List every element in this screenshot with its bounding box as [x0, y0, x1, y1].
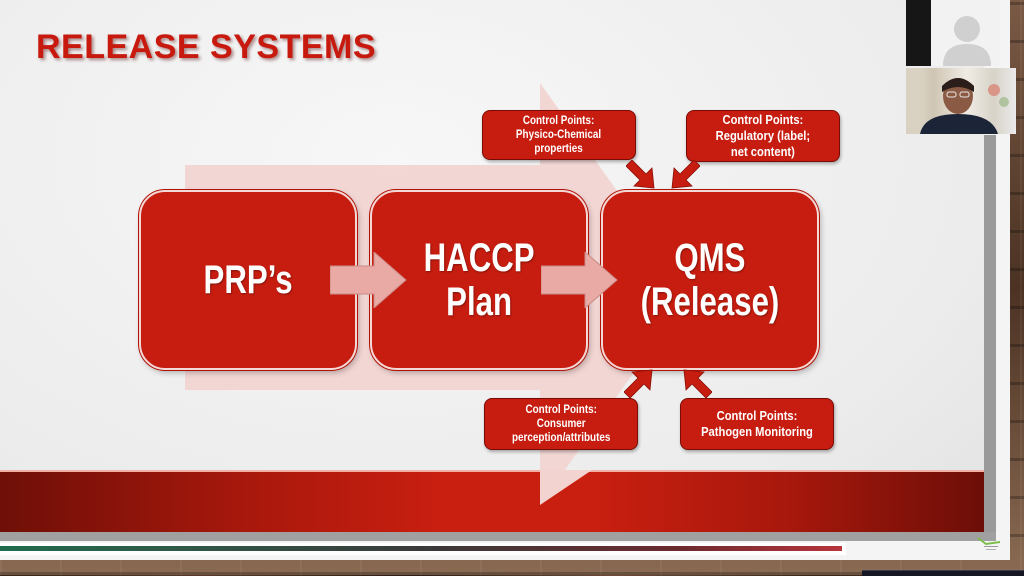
- background-arrow-tip: [540, 470, 592, 505]
- slide-shadow: [984, 135, 996, 535]
- presentation-slide: RELEASE SYSTEMS PRP’s HACCP Plan QMS (Re…: [0, 0, 984, 532]
- control-point-text: Control Points: Physico-Chemical propert…: [516, 115, 602, 155]
- participant-placeholder: [931, 0, 1000, 66]
- participant-video-feed: [906, 68, 1009, 134]
- participant-tile-video-off[interactable]: [906, 0, 1000, 66]
- control-point-text: Control Points: Consumer perception/attr…: [511, 404, 611, 444]
- slide-title: RELEASE SYSTEMS: [36, 28, 377, 66]
- arrow-right-icon: [330, 252, 407, 308]
- flow-box-prps: PRP’s: [139, 190, 357, 370]
- taskbar-edge: [862, 570, 1024, 576]
- default-person-icon: [943, 16, 991, 66]
- arrow-down-right-icon: [626, 160, 655, 189]
- arrow-down-left-icon: [671, 160, 700, 189]
- control-point-text: Control Points: Regulatory (label; net c…: [715, 112, 811, 159]
- accent-stripe: [0, 543, 846, 555]
- arrow-up-right-icon: [624, 369, 653, 398]
- flow-box-label: HACCP Plan: [423, 236, 535, 324]
- logo-icon: [977, 537, 1001, 550]
- flow-box-label: PRP’s: [203, 258, 293, 302]
- flow-box-qms-release: QMS (Release): [601, 190, 819, 370]
- arrow-up-left-icon: [683, 369, 712, 398]
- slide-footer-band: [0, 470, 984, 532]
- arrow-right-icon: [541, 252, 618, 308]
- control-point-regulatory: Control Points: Regulatory (label; net c…: [686, 110, 840, 162]
- participant-tile-video-on[interactable]: [906, 68, 1016, 134]
- flow-box-haccp-plan: HACCP Plan: [370, 190, 588, 370]
- control-point-text: Control Points: Pathogen Monitoring: [701, 408, 813, 439]
- control-point-physico-chemical: Control Points: Physico-Chemical propert…: [482, 110, 636, 160]
- slide-shadow: [0, 532, 996, 541]
- shared-screen: RELEASE SYSTEMS PRP’s HACCP Plan QMS (Re…: [0, 0, 1010, 560]
- accent-stripe-line: [0, 546, 842, 551]
- control-point-consumer: Control Points: Consumer perception/attr…: [484, 398, 638, 450]
- flow-box-label: QMS (Release): [640, 236, 780, 324]
- control-point-pathogen: Control Points: Pathogen Monitoring: [680, 398, 834, 450]
